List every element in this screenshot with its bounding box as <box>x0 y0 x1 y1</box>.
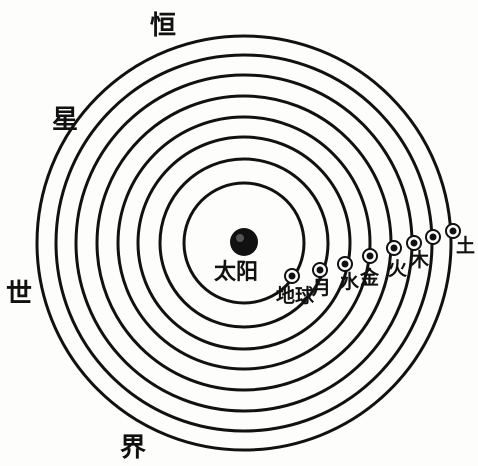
planet-core <box>317 267 324 274</box>
sun-disc <box>230 228 258 256</box>
planet-moon: 月 <box>311 263 331 299</box>
planet-core <box>367 253 374 260</box>
sun: 太阳 <box>214 228 258 285</box>
planet-core <box>411 240 418 247</box>
planet-core <box>450 228 457 235</box>
edge-label-bottom: 界 <box>120 433 146 463</box>
planet-venus: 金 <box>359 249 380 289</box>
edge-label-upper-left: 星 <box>52 105 78 135</box>
sun-label: 太阳 <box>214 259 258 285</box>
planet-core <box>289 273 296 280</box>
planet-label: 地球 <box>276 284 315 307</box>
planet-label: 金 <box>359 266 380 289</box>
planet-earth: 地球 <box>276 269 315 307</box>
planet-label: 土 <box>456 235 475 257</box>
planet-label: 水 <box>340 271 360 293</box>
planet-label: 木 <box>409 248 430 271</box>
planet-mercury: 水 <box>338 257 360 293</box>
planet-core <box>391 245 398 252</box>
planet-label: 月 <box>311 277 331 299</box>
planet-core <box>342 261 349 268</box>
sun-highlight <box>236 234 244 242</box>
planet-mars: 火 <box>387 241 408 280</box>
planet-core <box>430 234 437 241</box>
edge-label-top: 恒 <box>150 11 176 41</box>
planet-label: 火 <box>388 258 408 280</box>
edge-label-left: 世 <box>6 279 32 309</box>
